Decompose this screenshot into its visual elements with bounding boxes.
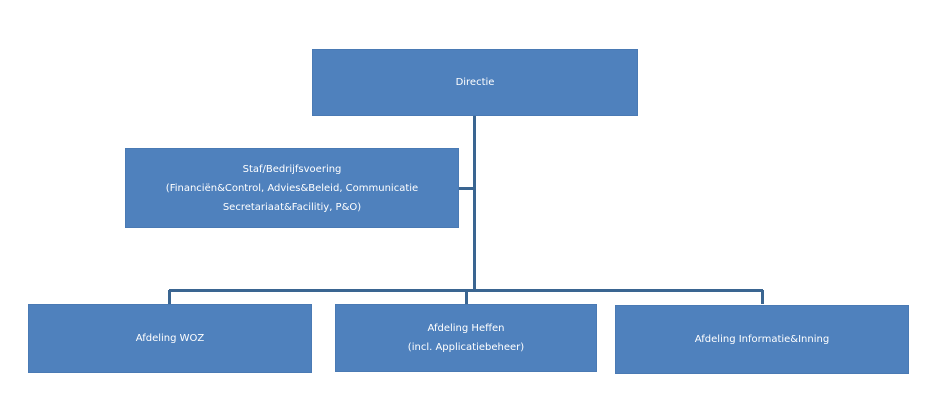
afdeling-heffen-sublabel: (incl. Applicatiebeheer): [407, 342, 525, 353]
afdeling-woz-label: Afdeling WOZ: [135, 333, 205, 344]
staf-units-line2: Secretariaat&Facilitiy, P&O): [222, 201, 362, 213]
staf-units-line1: (Financiën&Control, Advies&Beleid, Commu…: [165, 182, 419, 194]
afdeling-heffen-label: Afdeling Heffen: [427, 323, 505, 334]
staf-title: Staf/Bedrijfsvoering: [242, 163, 342, 175]
directie-label: Directie: [455, 77, 495, 88]
directie-box: Directie: [312, 49, 638, 116]
afdeling-informatie-inning-box: Afdeling Informatie&Inning: [615, 305, 909, 374]
afdeling-heffen-box: Afdeling Heffen (incl. Applicatiebeheer): [335, 304, 597, 372]
afdeling-woz-box: Afdeling WOZ: [28, 304, 312, 373]
afdeling-informatie-inning-label: Afdeling Informatie&Inning: [694, 334, 830, 345]
staf-bedrijfsvoering-box: Staf/Bedrijfsvoering (Financiën&Control,…: [125, 148, 459, 228]
